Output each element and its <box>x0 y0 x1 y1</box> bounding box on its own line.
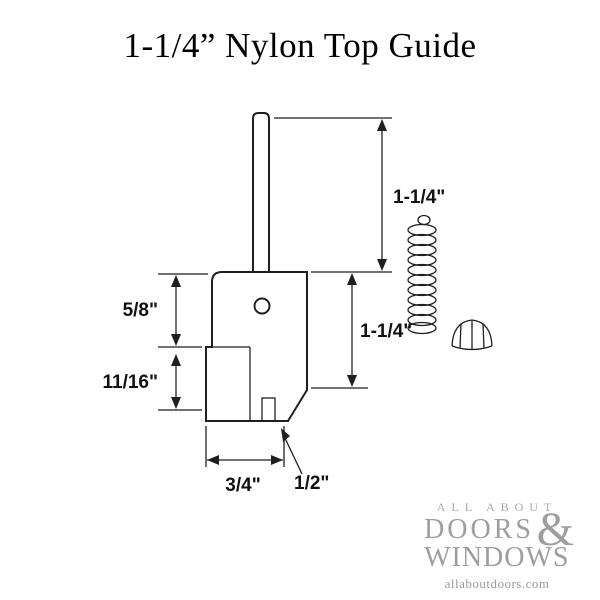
bottom-slot <box>261 397 276 422</box>
dim-label-upper-body: 5/8" <box>123 300 158 321</box>
stem-pin <box>252 112 270 272</box>
logo-windows: WINDOWS <box>424 542 570 573</box>
dim-label-body-height: 1-1/4" <box>360 321 412 342</box>
body-step-line <box>212 346 251 421</box>
dim-body-height: 1-1/4" <box>311 273 412 389</box>
logo-doors: DOORS <box>424 514 534 545</box>
logo-website: allaboutdoors.com <box>444 576 550 591</box>
logo-ampersand: & <box>536 503 574 556</box>
dim-base-depth: 1/2" <box>281 428 329 494</box>
dim-upper-body: 5/8" <box>123 273 208 348</box>
logo-tagline: ALL ABOUT <box>436 500 558 514</box>
spring-illustration <box>407 214 437 335</box>
dim-lower-body: 11/16" <box>102 354 202 411</box>
logo-wordmark: DOORS WINDOWS & <box>424 506 574 573</box>
dim-label-base-depth: 1/2" <box>294 473 329 494</box>
cap-illustration <box>451 319 493 351</box>
site-logo: ALL ABOUT DOORS WINDOWS & allaboutdoors.… <box>424 500 574 592</box>
page-title: 1-1/4” Nylon Top Guide <box>123 26 477 65</box>
dim-base-width: 3/4" <box>205 426 285 496</box>
dim-label-lower-body: 11/16" <box>102 372 158 393</box>
mounting-hole <box>253 297 271 315</box>
dim-label-base-width: 3/4" <box>225 475 260 496</box>
body-outline <box>205 271 308 422</box>
dim-stem-height: 1-1/4" <box>274 117 445 273</box>
top-guide-part <box>205 112 308 422</box>
dim-label-stem-height: 1-1/4" <box>393 187 445 208</box>
